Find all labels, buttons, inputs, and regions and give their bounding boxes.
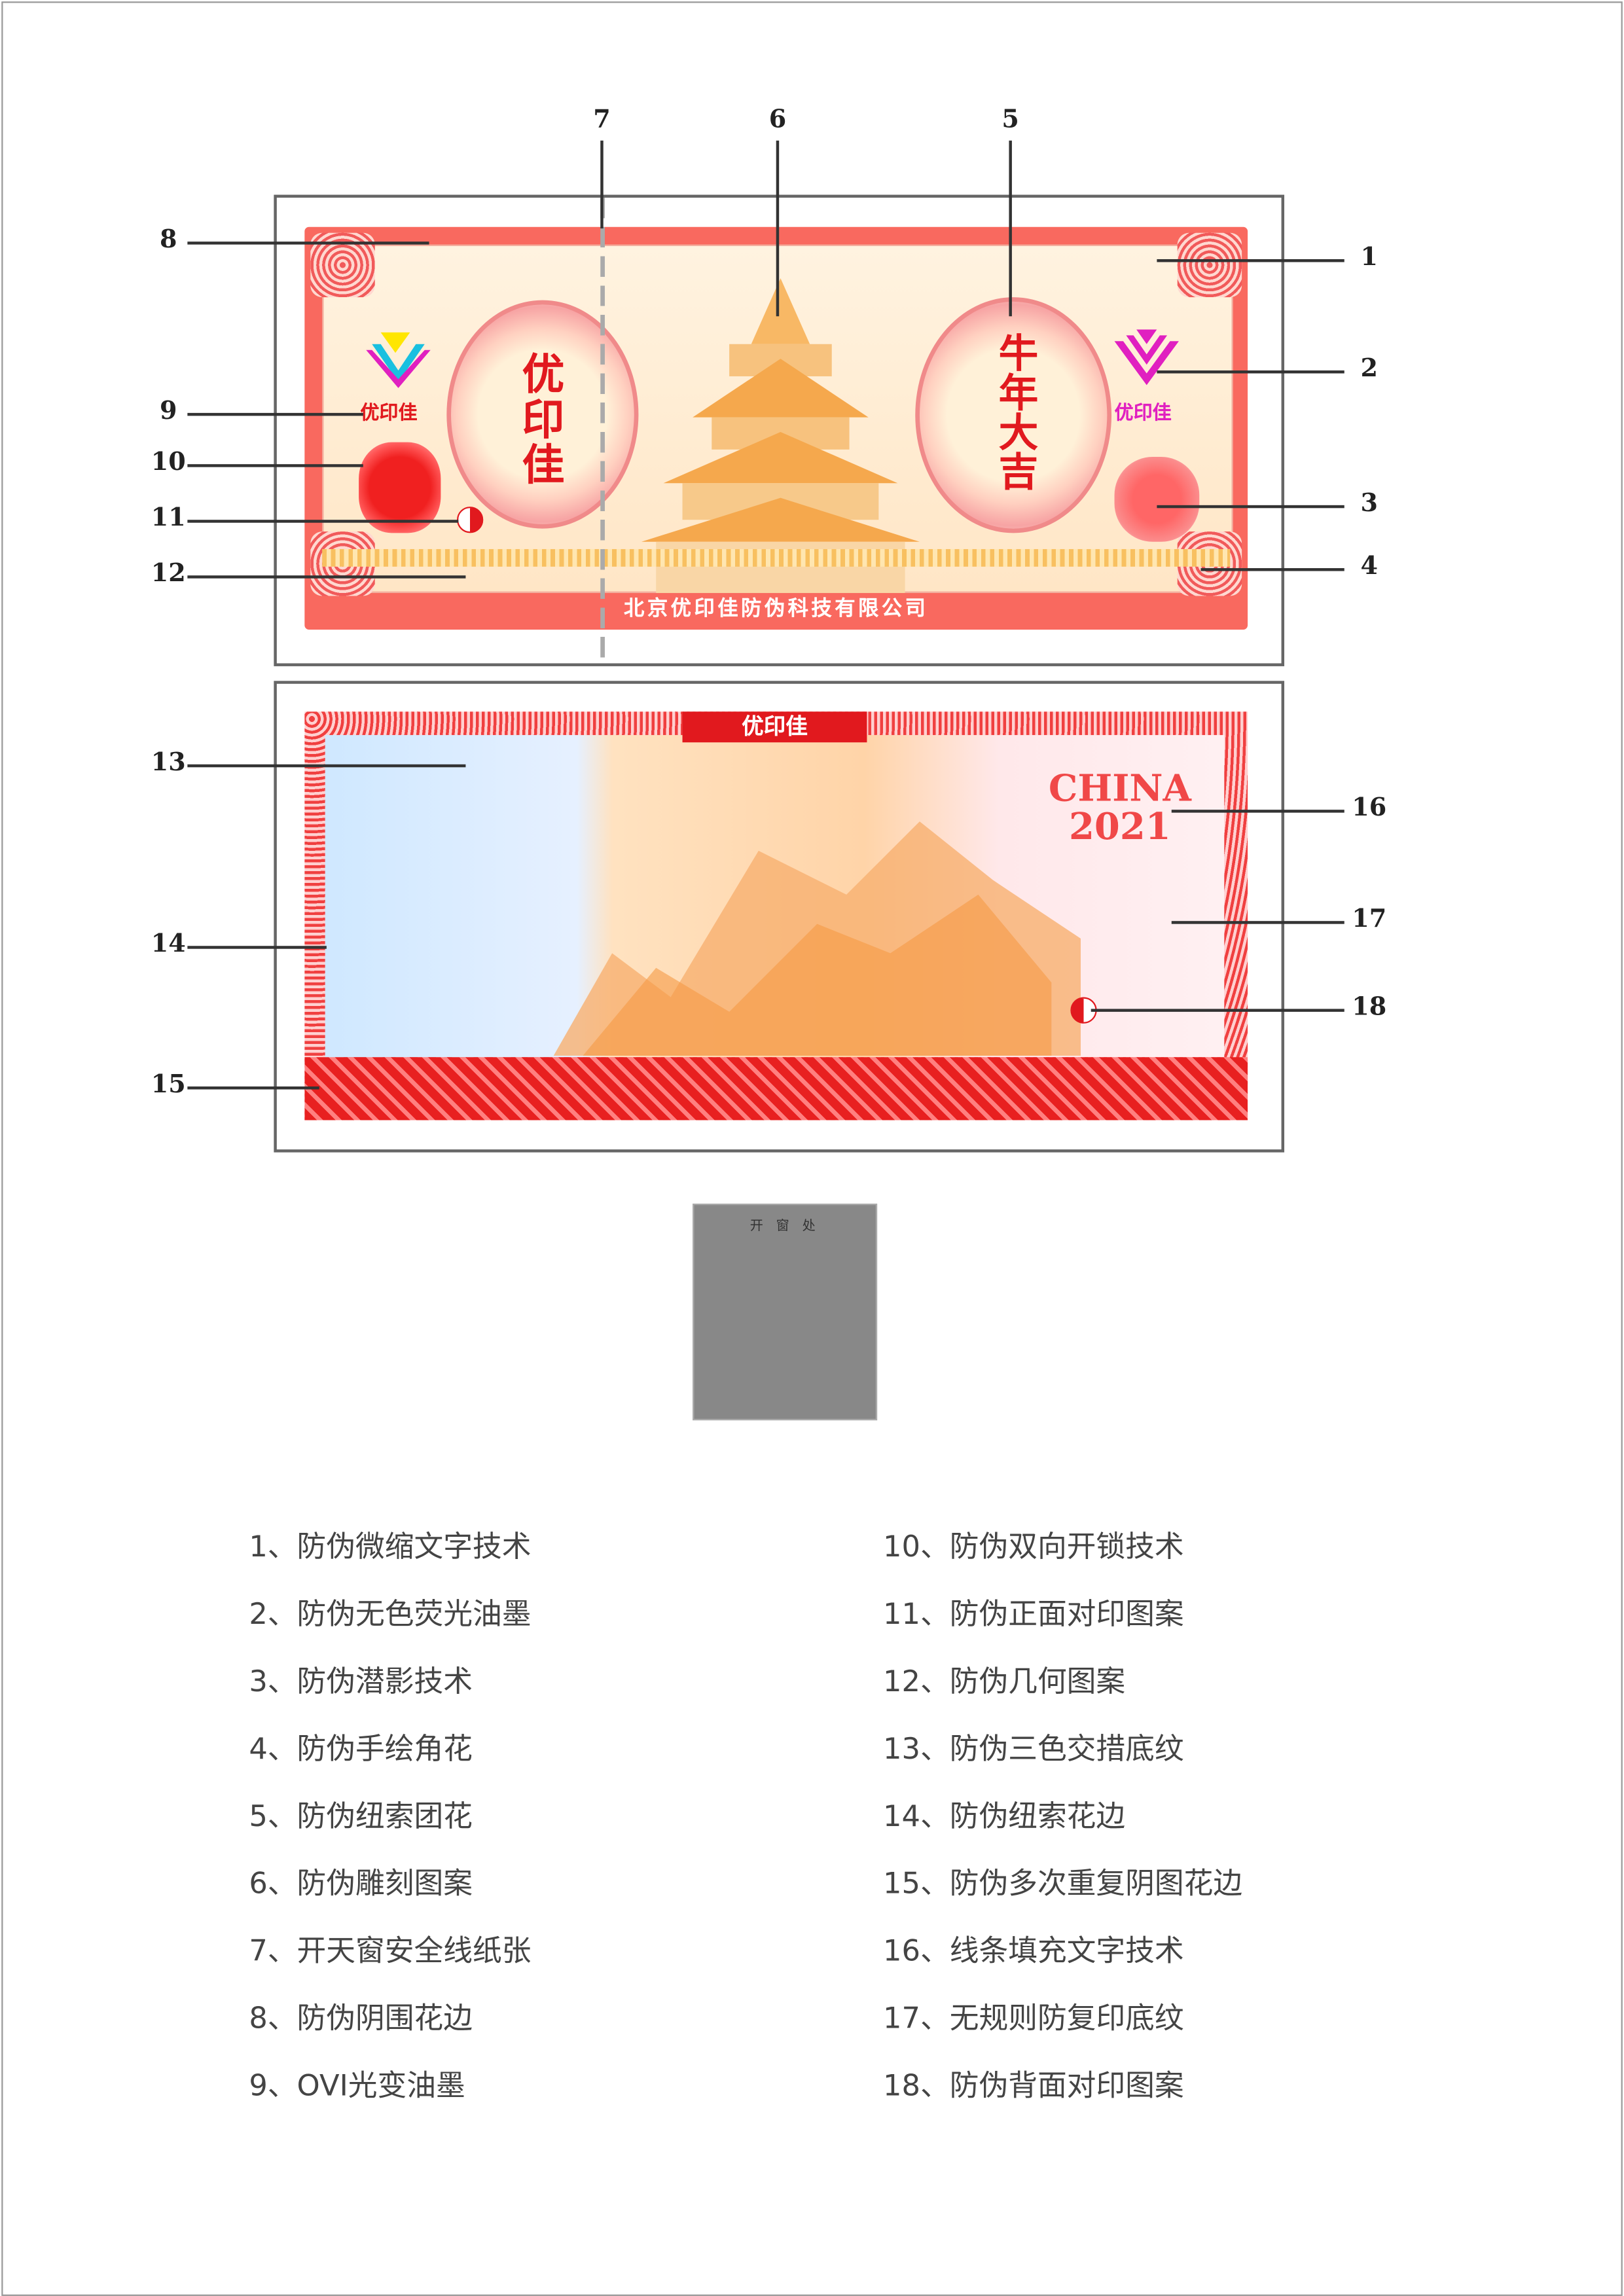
callout-4: 4: [1360, 552, 1379, 582]
leader-line: [776, 140, 780, 317]
leader-line: [1157, 259, 1344, 262]
geometric-band: [322, 548, 1231, 567]
legend-item: 14、防伪纽索花边: [883, 1798, 1126, 1833]
guilloche-rosette-left: [446, 300, 639, 529]
legend-item: 16、线条填充文字技术: [883, 1933, 1184, 1968]
legend-right-column: 10、防伪双向开锁技术 11、防伪正面对印图案 12、防伪几何图案 13、防伪三色交措…: [883, 1523, 1242, 2129]
leader-line: [1009, 140, 1012, 317]
china-text: CHINA: [1048, 767, 1191, 810]
legend-item: 12、防伪几何图案: [883, 1663, 1126, 1699]
latent-image-seal: [1114, 457, 1200, 542]
callout-14: 14: [151, 929, 186, 960]
leader-line: [1171, 921, 1344, 924]
back-note: 优印佳 CHINA 2021: [304, 711, 1248, 1121]
rosette-left-text: 优印佳: [515, 351, 566, 488]
fluorescent-logo-icon: [1114, 329, 1179, 386]
company-name: 北京优印佳防伪科技有限公司: [624, 597, 929, 621]
temple-engraving: [641, 278, 920, 594]
callout-18: 18: [1352, 992, 1387, 1022]
callout-11: 11: [151, 503, 186, 533]
legend-item: 7、开天窗安全线纸张: [249, 1933, 532, 1968]
callout-3: 3: [1360, 489, 1379, 518]
ovi-logo-icon: [366, 332, 431, 388]
legend-item: 10、防伪双向开锁技术: [883, 1528, 1184, 1564]
legend-item: 15、防伪多次重复阴图花边: [883, 1865, 1243, 1901]
callout-10: 10: [151, 448, 186, 478]
legend-item: 8、防伪阴围花边: [249, 2000, 473, 2036]
leader-line: [1091, 1009, 1344, 1012]
legend-item: 5、防伪纽索团花: [249, 1798, 473, 1833]
callout-8: 8: [160, 225, 177, 255]
security-thread: [600, 198, 605, 659]
legend-item: 18、防伪背面对印图案: [883, 2067, 1184, 2103]
legend-item: 3、防伪潜影技术: [249, 1663, 473, 1699]
double-lock-seal: [359, 442, 441, 533]
callout-15: 15: [151, 1070, 186, 1100]
callout-6: 6: [768, 105, 787, 135]
callout-12: 12: [151, 559, 186, 589]
callout-13: 13: [151, 748, 186, 778]
leader-line: [187, 1086, 319, 1090]
leader-line: [1157, 370, 1344, 374]
leader-line: [1171, 810, 1344, 813]
legend-item: 11、防伪正面对印图案: [883, 1596, 1184, 1632]
callout-2: 2: [1360, 354, 1379, 384]
logo-right-text: 优印佳: [1114, 403, 1172, 425]
leader-line: [187, 412, 363, 416]
legend-item: 1、防伪微缩文字技术: [249, 1528, 532, 1564]
sample-window-label: 开 窗 处: [749, 1219, 820, 1234]
logo-left-text: 优印佳: [360, 403, 418, 425]
legend-item: 2、防伪无色荧光油墨: [249, 1596, 532, 1632]
leader-line: [187, 575, 466, 579]
rosette-right-text: 牛年大吉: [991, 332, 1037, 491]
sample-window: 开 窗 处: [693, 1203, 878, 1421]
legend-item: 17、无规则防复印底纹: [883, 2000, 1184, 2036]
year-text: 2021: [1069, 805, 1171, 848]
legend-item: 9、OVI光变油墨: [249, 2067, 465, 2103]
leader-line: [1157, 505, 1344, 509]
legend-item: 6、防伪雕刻图案: [249, 1865, 473, 1901]
callout-1: 1: [1360, 243, 1379, 273]
legend-item: 4、防伪手绘角花: [249, 1731, 473, 1767]
line-fill-text: CHINA 2021: [1049, 770, 1191, 846]
leader-line: [600, 140, 604, 229]
legend-left-column: 1、防伪微缩文字技术 2、防伪无色荧光油墨 3、防伪潜影技术 4、防伪手绘角花 5、防伪…: [249, 1523, 531, 2129]
great-wall-engraving: [553, 821, 1081, 1056]
back-tab: 优印佳: [682, 711, 867, 743]
guilloche-rosette-right: [915, 297, 1112, 533]
callout-16: 16: [1352, 793, 1387, 823]
leader-line: [187, 242, 429, 245]
callout-9: 9: [160, 397, 177, 427]
callout-17: 17: [1352, 905, 1387, 935]
leader-line: [187, 520, 459, 523]
leader-line: [187, 946, 327, 949]
callout-5: 5: [1001, 105, 1019, 135]
front-register-icon: [457, 507, 484, 533]
corner-flower: [1177, 232, 1242, 298]
leader-line: [187, 464, 363, 467]
leader-line: [1200, 568, 1344, 571]
bottom-border-band: [304, 1057, 1248, 1121]
legend-item: 13、防伪三色交措底纹: [883, 1731, 1184, 1767]
callout-7: 7: [593, 105, 611, 135]
leader-line: [187, 764, 466, 768]
